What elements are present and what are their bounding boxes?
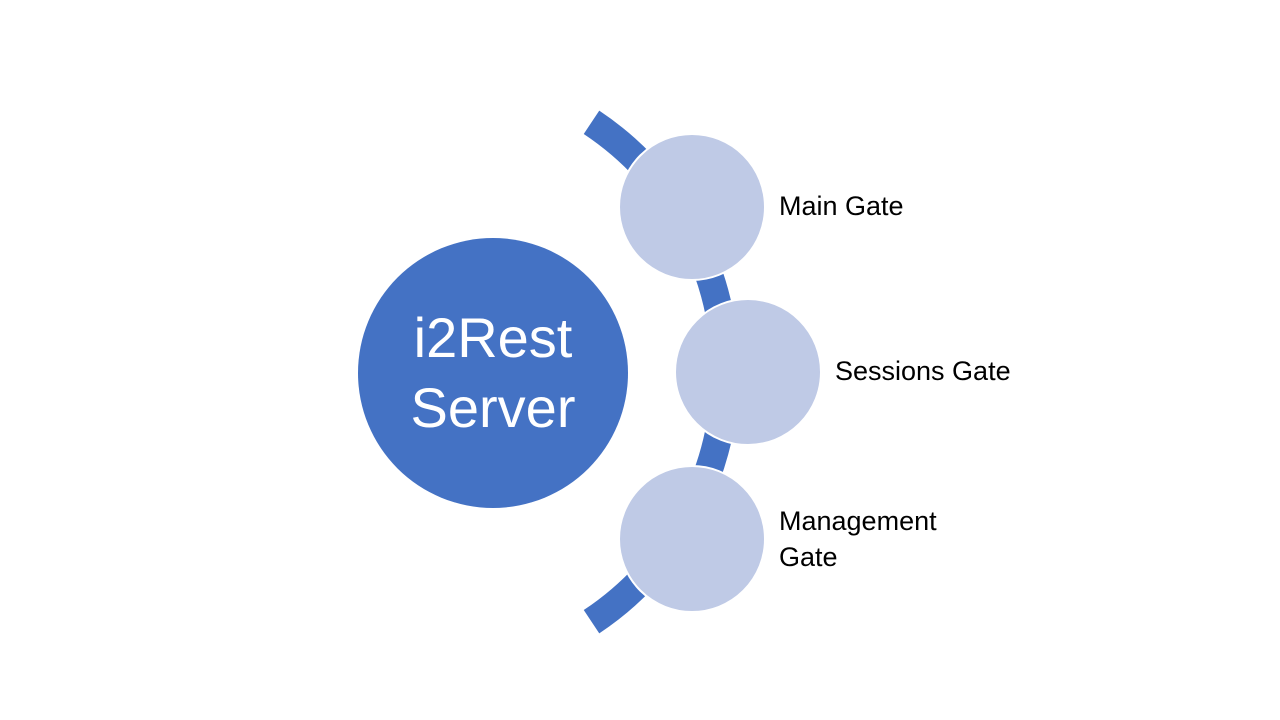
center-label-line-1: i2Rest (413, 306, 573, 369)
center-label-line-2: Server (410, 376, 576, 439)
management-gate-label: Management Gate (779, 503, 937, 575)
center-node-label: i2Rest Server (358, 238, 628, 508)
main-gate-label: Main Gate (779, 188, 904, 224)
sessions-gate-node (674, 298, 822, 446)
sessions-gate-label-line-1: Sessions Gate (835, 356, 1011, 386)
center-node (358, 238, 628, 508)
main-gate-node (618, 133, 766, 281)
management-gate-label-line-2: Gate (779, 542, 838, 572)
sessions-gate-label: Sessions Gate (835, 353, 1011, 389)
main-gate-label-line-1: Main Gate (779, 191, 904, 221)
management-gate-node (618, 465, 766, 613)
management-gate-label-line-1: Management (779, 506, 937, 536)
